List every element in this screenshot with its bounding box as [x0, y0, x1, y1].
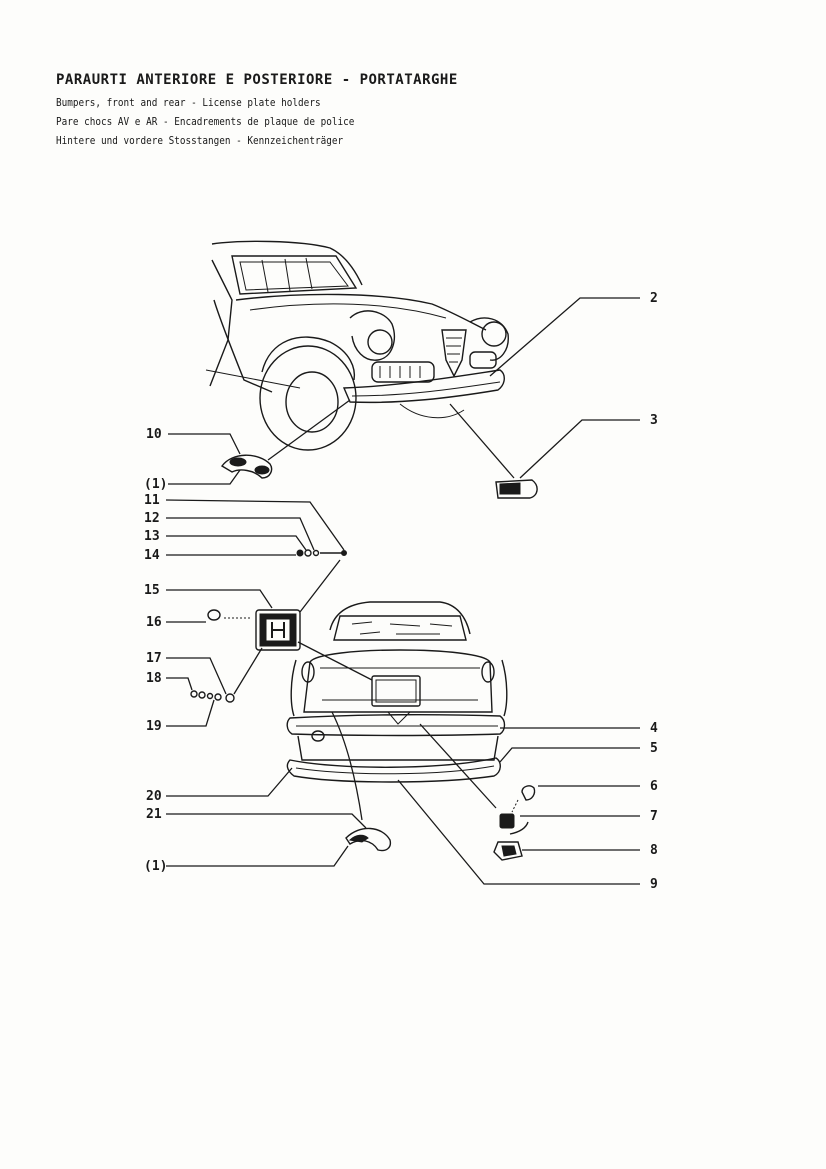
- callout-20: 20: [146, 789, 162, 804]
- callout-4: 4: [650, 721, 658, 736]
- part-6-cap: [511, 785, 536, 813]
- part-3-overrider: [495, 479, 538, 499]
- callout-1-front: (1): [144, 477, 167, 492]
- callout-14: 14: [144, 548, 160, 563]
- part-16-bulb: [207, 609, 250, 621]
- callout-5: 5: [650, 741, 658, 756]
- callout-7: 7: [650, 809, 658, 824]
- callout-9: 9: [650, 877, 658, 892]
- callout-8: 8: [650, 843, 658, 858]
- callout-21: 21: [146, 807, 162, 822]
- callout-18: 18: [146, 671, 162, 686]
- callout-13: 13: [144, 529, 160, 544]
- leader-lines: [165, 297, 640, 885]
- part-21-rear-bracket: [345, 827, 392, 852]
- rear-car-drawing: [286, 601, 508, 783]
- callout-6: 6: [650, 779, 658, 794]
- callout-10: 10: [146, 427, 162, 442]
- subtitle-french: Pare chocs AV e AR - Encadrements de pla…: [56, 115, 355, 128]
- page-title: PARAURTI ANTERIORE E POSTERIORE - PORTAT…: [56, 72, 458, 88]
- parts-11-14-screw-and-washers: [296, 549, 347, 557]
- front-car-drawing: [205, 240, 509, 451]
- callout-1-rear: (1): [144, 859, 167, 874]
- part-10-front-bracket: [220, 454, 273, 479]
- callout-16: 16: [146, 615, 162, 630]
- part-7-hook: [499, 813, 529, 835]
- page-header: PARAURTI ANTERIORE E POSTERIORE - PORTAT…: [56, 72, 458, 153]
- callout-15: 15: [144, 583, 160, 598]
- subtitle-english: Bumpers, front and rear - License plate …: [56, 96, 321, 109]
- callout-2: 2: [650, 291, 658, 306]
- part-15-plate-light: [255, 609, 301, 651]
- callout-11: 11: [144, 493, 160, 508]
- callout-labels: 2 3 10 (1) 11 12 13 14 15 16 17 18 19 4 …: [144, 291, 658, 892]
- callout-19: 19: [146, 719, 162, 734]
- callout-3: 3: [650, 413, 658, 428]
- subtitle-german: Hintere und vordere Stosstangen - Kennze…: [56, 134, 344, 147]
- callout-17: 17: [146, 651, 162, 666]
- callout-12: 12: [144, 511, 160, 526]
- parts-17-19-fasteners: [190, 690, 235, 703]
- part-8-plate: [493, 841, 523, 861]
